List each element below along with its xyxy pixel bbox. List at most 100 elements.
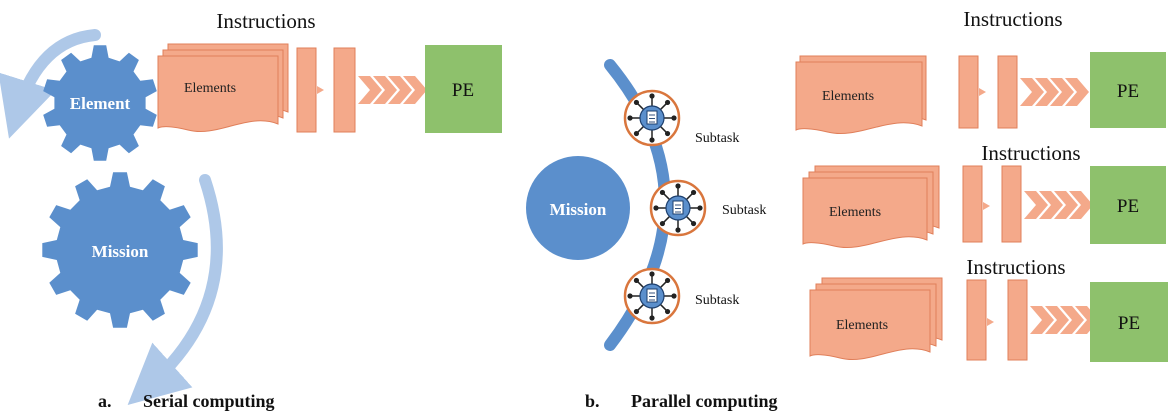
- gear-mission-icon: Mission: [42, 172, 198, 328]
- chevron-icon: [1060, 306, 1084, 334]
- row-elements-label: Elements: [829, 205, 881, 220]
- chevron-icon: [1035, 78, 1059, 106]
- serial-pe-label: PE: [452, 80, 474, 101]
- serial-instruction-block: [333, 47, 356, 133]
- row-instruction-block: [958, 55, 979, 129]
- chevron-icon: [1069, 191, 1093, 219]
- chevron-icon: [358, 76, 382, 104]
- subtask-spoke-dot: [633, 130, 640, 137]
- row-small-arrow-icon: [983, 202, 990, 210]
- subtask-node-icon: [649, 179, 707, 237]
- serial-pe-box: [425, 45, 502, 133]
- row-instruction-block: [1007, 279, 1028, 361]
- subtask-node-icon: [623, 267, 681, 325]
- chevron-icon: [1054, 191, 1078, 219]
- element-page: [795, 61, 923, 134]
- subtask-spoke-dot: [659, 189, 666, 196]
- serial-top-curved-arrow: [0, 29, 101, 139]
- parallel-row-1: Instructions Elements PE: [795, 7, 1166, 134]
- parallel-caption-text: Parallel computing: [631, 391, 778, 411]
- subtask-spoke-dot: [675, 227, 681, 233]
- element-page: [802, 177, 928, 248]
- subtask-label: Subtask: [722, 203, 766, 218]
- parallel-caption-letter: b.: [585, 391, 600, 411]
- chevron-icon: [1065, 78, 1089, 106]
- subtask-spoke-dot: [690, 220, 697, 227]
- chevron-icon: [1024, 191, 1048, 219]
- subtask-spoke-dot: [633, 99, 640, 106]
- row-chevrons-icon: [1020, 78, 1089, 106]
- subtask-spoke-dot: [649, 315, 655, 321]
- subtask-spoke-dot: [671, 293, 677, 299]
- serial-panel: Element Mission Instructions Elements PE…: [0, 9, 502, 411]
- chevron-icon: [1030, 306, 1054, 334]
- row-pe-box: [1090, 282, 1168, 362]
- subtask-spoke-dot: [649, 93, 655, 99]
- subtask-spoke-dot: [649, 271, 655, 277]
- subtask-spoke-dot: [664, 99, 671, 106]
- serial-caption-letter: a.: [98, 391, 112, 411]
- gear-mission-label: Mission: [92, 242, 149, 261]
- gear-element-icon: Element: [43, 45, 157, 161]
- parallel-panel: Mission Subtask Subtask Subtask Instruct…: [526, 7, 1168, 411]
- element-page: [809, 289, 931, 360]
- document-icon: [646, 110, 658, 125]
- row-instruction-block: [966, 279, 987, 361]
- subtask-spoke-dot: [649, 137, 655, 143]
- subtask-label: Subtask: [695, 131, 739, 146]
- serial-small-arrow-icon: [317, 86, 324, 94]
- subtask-spoke-dot: [664, 277, 671, 284]
- subtask-spoke-dot: [697, 205, 703, 211]
- row-instruction-block: [962, 165, 983, 243]
- chevron-icon: [388, 76, 412, 104]
- row-instructions-label: Instructions: [966, 255, 1065, 279]
- serial-side-curved-arrow: [127, 174, 223, 406]
- chevron-icon: [1050, 78, 1074, 106]
- subtask-label: Subtask: [695, 293, 739, 308]
- subtask-spoke-dot: [664, 308, 671, 315]
- row-elements-label: Elements: [822, 89, 874, 104]
- subtask-spoke-dot: [690, 189, 697, 196]
- chevron-icon: [1039, 191, 1063, 219]
- parallel-mission-circle: [526, 156, 630, 260]
- row-instruction-block: [997, 55, 1018, 129]
- document-icon: [672, 200, 684, 215]
- row-pe-label: PE: [1118, 313, 1140, 334]
- parallel-mission-label: Mission: [550, 200, 607, 219]
- row-instructions-label: Instructions: [981, 141, 1080, 165]
- parallel-row-2: Instructions Elements PE: [802, 141, 1166, 248]
- subtask-spoke-dot: [653, 205, 659, 211]
- row-pe-label: PE: [1117, 81, 1139, 102]
- row-small-arrow-icon: [987, 318, 994, 326]
- subtask-spoke-dot: [627, 293, 633, 299]
- row-pe-box: [1090, 166, 1166, 244]
- row-pe-label: PE: [1117, 196, 1139, 217]
- chevron-icon: [1020, 78, 1044, 106]
- subtask-spoke-dot: [627, 115, 633, 121]
- subtask-spoke-dot: [675, 183, 681, 189]
- gear-element-label: Element: [70, 94, 131, 113]
- subtask-spoke-dot: [633, 277, 640, 284]
- row-small-arrow-icon: [979, 88, 986, 96]
- serial-elements-stack: Elements: [157, 43, 289, 132]
- document-icon: [646, 288, 658, 303]
- serial-chevrons-icon: [358, 76, 427, 104]
- serial-elements-label: Elements: [184, 81, 236, 96]
- serial-instructions-label: Instructions: [216, 9, 315, 33]
- element-page: [157, 55, 279, 132]
- subtask-spoke-dot: [664, 130, 671, 137]
- row-pe-box: [1090, 52, 1166, 128]
- row-chevrons-icon: [1024, 191, 1093, 219]
- chevron-icon: [403, 76, 427, 104]
- chevron-icon: [1045, 306, 1069, 334]
- row-instructions-label: Instructions: [963, 7, 1062, 31]
- row-instruction-block: [1001, 165, 1022, 243]
- subtask-spoke-dot: [671, 115, 677, 121]
- row-chevrons-icon: [1030, 306, 1099, 334]
- parallel-row-3: Instructions Elements PE: [809, 255, 1168, 362]
- serial-instruction-block: [296, 47, 317, 133]
- chevron-icon: [373, 76, 397, 104]
- subtask-spoke-dot: [633, 308, 640, 315]
- serial-caption-text: Serial computing: [143, 391, 275, 411]
